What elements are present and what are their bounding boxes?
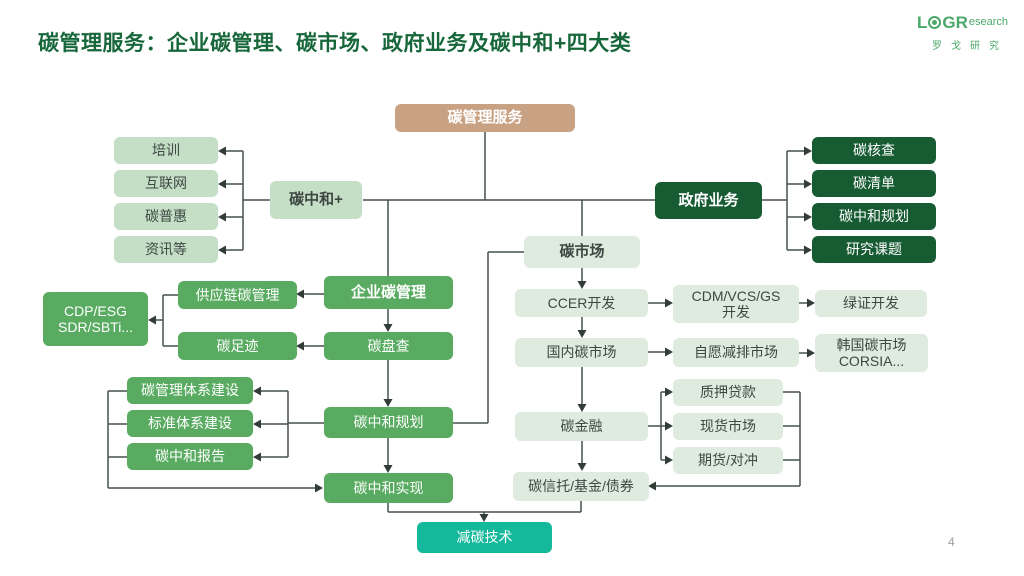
node-carbon-neutral-realization: 碳中和实现: [324, 473, 453, 503]
node-futures-hedge: 期货/对冲: [673, 447, 783, 474]
page-number: 4: [948, 535, 955, 549]
node-korea-market-corsia: 韩国碳市场 CORSIA...: [815, 334, 928, 372]
node-internet: 互联网: [114, 170, 218, 197]
node-research-topics: 研究课题: [812, 236, 936, 263]
node-carbon-management-services: 碳管理服务: [395, 104, 575, 132]
node-carbon-market: 碳市场: [524, 236, 640, 268]
node-carbon-reduction-technology: 减碳技术: [417, 522, 552, 553]
node-carbon-neutral-plus: 碳中和+: [270, 181, 362, 219]
node-supply-chain-carbon-mgmt: 供应链碳管理: [178, 281, 297, 309]
node-green-certificate-development: 绿证开发: [815, 290, 927, 317]
node-pledge-loan: 质押贷款: [673, 379, 783, 406]
node-cdp-esg-line2: SDR/SBTi...: [58, 319, 133, 335]
logo-letter-l: L: [916, 13, 928, 32]
node-government-business: 政府业务: [655, 182, 762, 219]
node-carbon-finance: 碳金融: [515, 412, 648, 441]
node-cdm-line1: CDM/VCS/GS: [691, 287, 781, 304]
node-carbon-neutral-planning-gov: 碳中和规划: [812, 203, 936, 230]
node-korea-line2: CORSIA...: [838, 353, 905, 369]
node-carbon-inventory-list: 碳清单: [812, 170, 936, 197]
logo-letters-gr: GR: [942, 13, 968, 32]
node-carbon-neutral-planning: 碳中和规划: [324, 407, 453, 438]
node-carbon-mgmt-system: 碳管理体系建设: [127, 377, 253, 404]
logo-chinese-name: 罗戈研究: [932, 41, 1008, 52]
page-title: 碳管理服务：企业碳管理、碳市场、政府业务及碳中和+四大类: [38, 32, 632, 55]
node-cdp-esg-line1: CDP/ESG: [63, 302, 127, 319]
logo-research-text: esearch: [968, 16, 1008, 28]
node-standard-system: 标准体系建设: [127, 410, 253, 437]
node-ccer-development: CCER开发: [515, 289, 648, 317]
node-carbon-neutral-report: 碳中和报告: [127, 443, 253, 470]
logo-target-icon: [928, 16, 942, 29]
node-carbon-footprint: 碳足迹: [178, 332, 297, 360]
node-voluntary-reduction-market: 自愿减排市场: [673, 338, 799, 367]
node-enterprise-carbon-mgmt: 企业碳管理: [324, 276, 453, 309]
node-spot-market: 现货市场: [673, 413, 783, 440]
logo: L GR esearch 罗戈研究: [910, 14, 1008, 52]
node-cdm-line2: 开发: [722, 304, 750, 320]
node-cdp-esg-disclosure: CDP/ESG SDR/SBTi...: [43, 292, 148, 346]
node-carbon-trust-fund-bond: 碳信托/基金/债券: [513, 472, 649, 501]
logo-wordmark: L GR esearch: [910, 14, 1008, 31]
node-carbon-verification: 碳核查: [812, 137, 936, 164]
node-cdm-vcs-gs-development: CDM/VCS/GS 开发: [673, 285, 799, 323]
node-training: 培训: [114, 137, 218, 164]
node-domestic-carbon-market: 国内碳市场: [515, 338, 648, 367]
node-korea-line1: 韩国碳市场: [836, 336, 907, 353]
node-information: 资讯等: [114, 236, 218, 263]
node-carbon-inventory-check: 碳盘查: [324, 332, 453, 360]
node-carbon-inclusion: 碳普惠: [114, 203, 218, 230]
